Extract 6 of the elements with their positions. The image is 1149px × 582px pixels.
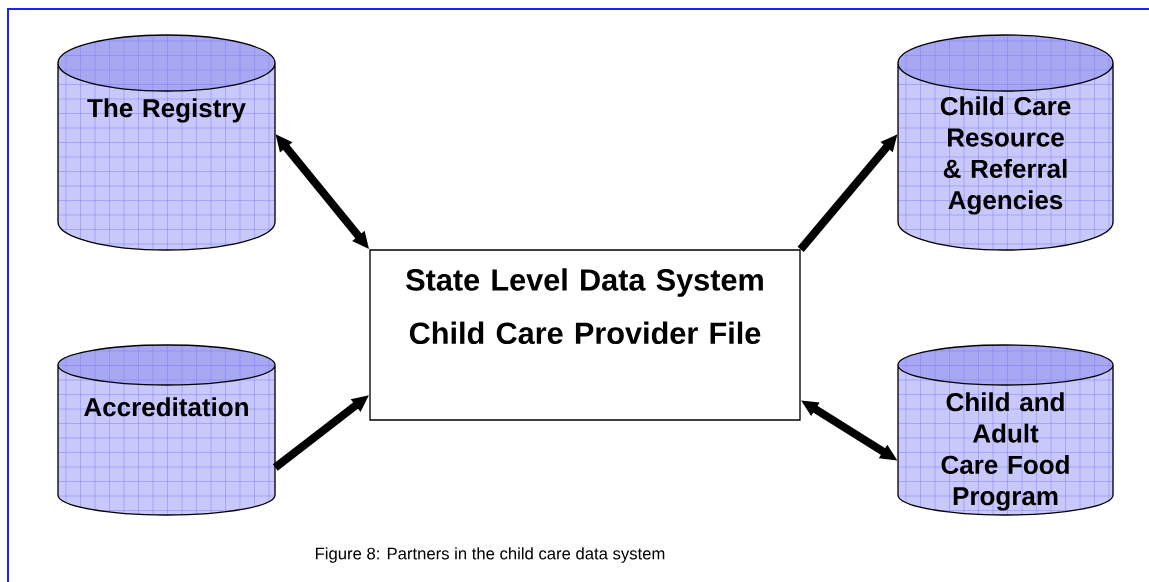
process-box: State Level Data System Child Care Provider File	[369, 249, 801, 421]
database-cylinder: Accreditation	[57, 344, 276, 516]
database-cylinder: The Registry	[57, 34, 276, 251]
database-cylinder: Child Care Resource & Referral Agencies	[897, 34, 1114, 251]
figure-caption: Figure 8: Partners in the child care data system	[316, 547, 665, 563]
database-cylinder: Child and Adult Care Food Program	[897, 344, 1114, 516]
